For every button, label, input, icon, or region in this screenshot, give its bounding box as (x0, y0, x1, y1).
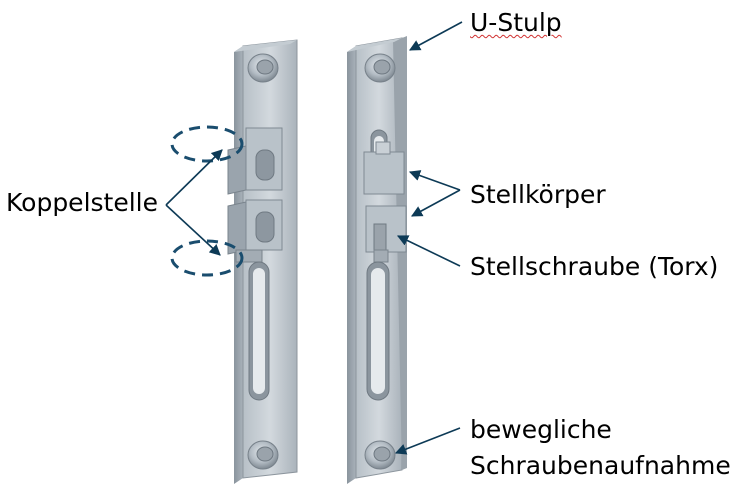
label-bewegliche-schraubenaufnahme: bewegliche Schraubenaufnahme (470, 412, 731, 484)
arrow-koppelstelle-upper (165, 149, 223, 206)
left-strip (227, 39, 298, 484)
arrow-stellkoerper-upper (408, 170, 461, 191)
arrow-stellschraube (396, 235, 461, 267)
right-strip (347, 36, 407, 484)
arrow-u-stulp (409, 21, 463, 51)
label-bewegliche-line1: bewegliche (470, 415, 612, 444)
arrow-koppelstelle-lower (165, 204, 221, 256)
label-koppelstelle: Koppelstelle (6, 188, 158, 217)
coupling-highlight-lower (170, 239, 244, 277)
label-u-stulp: U-Stulp (470, 8, 562, 37)
leader-arrows (165, 21, 463, 455)
adjusting-body-upper (363, 151, 405, 195)
coupling-highlight-upper (170, 125, 244, 163)
label-stellschraube: Stellschraube (Torx) (470, 252, 719, 281)
label-bewegliche-line2: Schraubenaufnahme (470, 451, 731, 480)
right-strip-side (347, 46, 356, 484)
right-strip-flange (393, 36, 407, 470)
label-stellkoerper: Stellkörper (470, 180, 606, 209)
arrow-bewegliche (394, 427, 461, 455)
arrow-stellkoerper-lower (411, 189, 461, 217)
